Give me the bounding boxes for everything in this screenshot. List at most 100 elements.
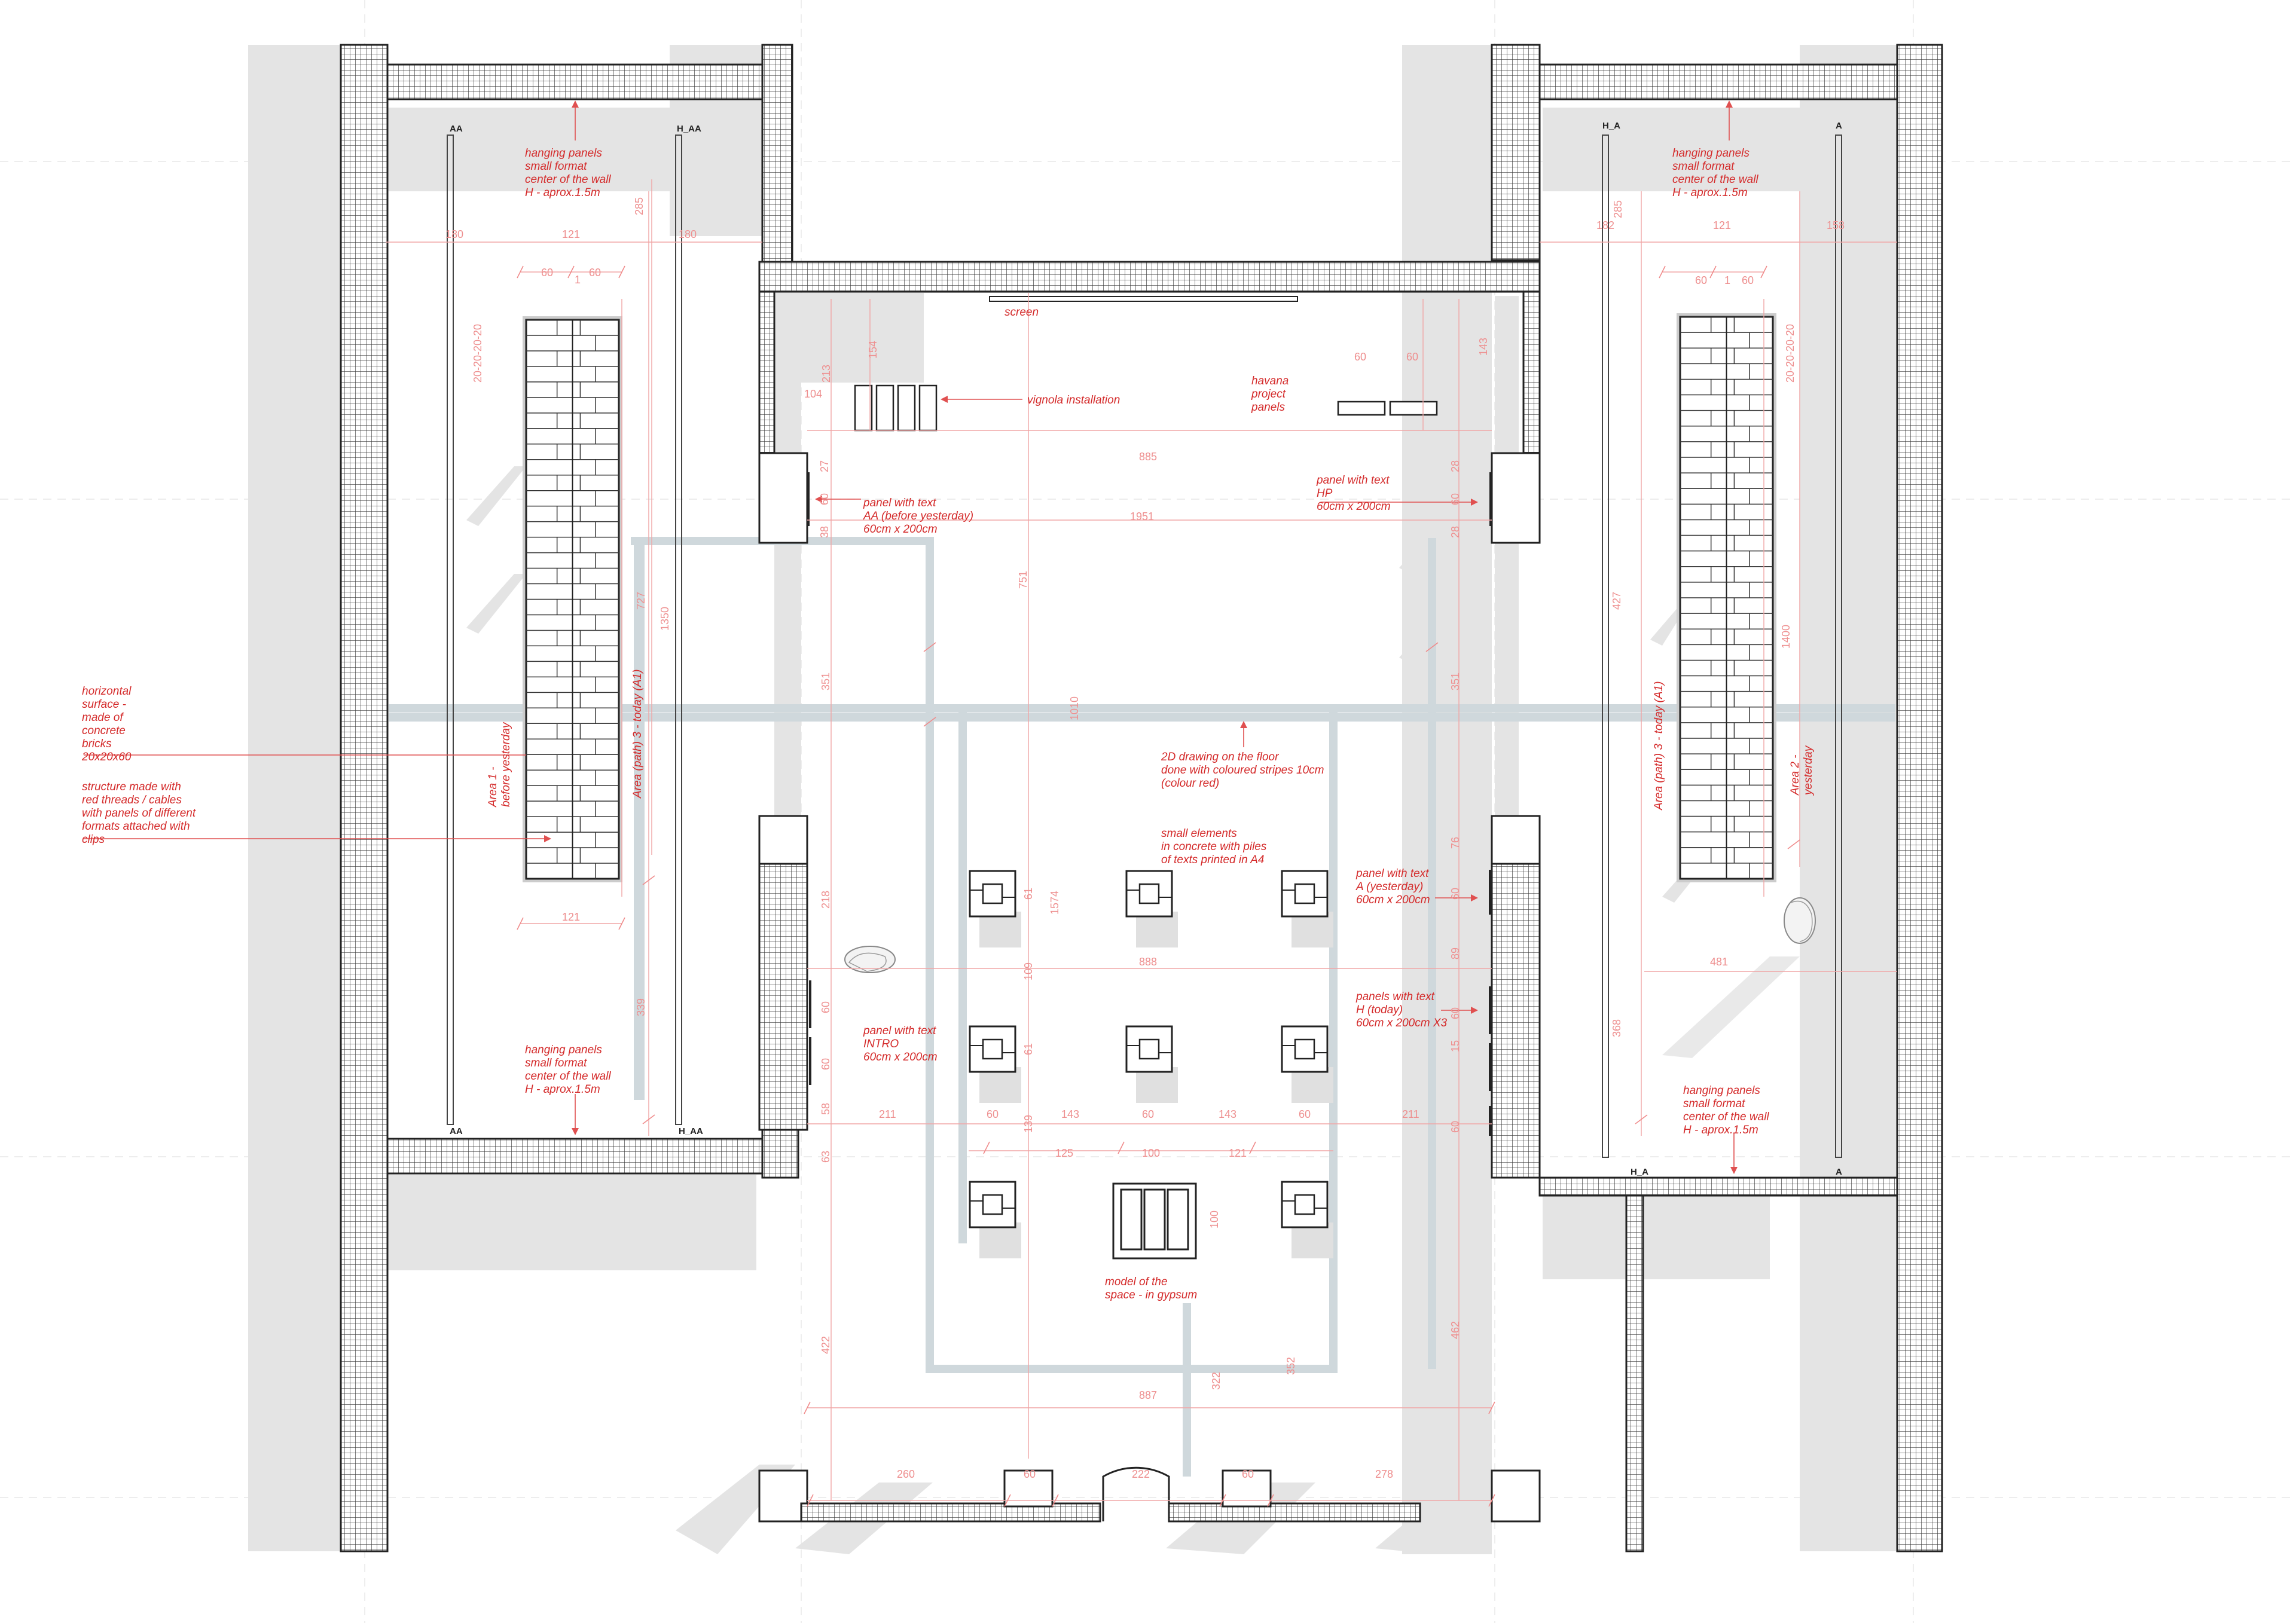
dim-label: 60 [819,493,831,505]
concrete-elements [969,870,1333,1258]
annotation-hanging-panels-bottom-right: hanging panels small format center of th… [1683,1084,1772,1136]
gypsum-model [1112,1182,1197,1260]
dim-label: 180 [679,228,697,240]
dim-label: 100 [1208,1211,1220,1228]
dim-label: 462 [1449,1321,1461,1339]
annotation-area-3-right: Area (path) 3 - today (A1) [1653,681,1665,811]
dim-label: 20-20-20-20 [1784,324,1796,383]
brick-bench-right [1677,313,1776,882]
screen-element [989,296,1298,302]
dim-label: 143 [1061,1108,1079,1120]
dim-label: 154 [867,341,879,359]
dim-label: 285 [1612,200,1624,218]
dim-label: 368 [1611,1019,1623,1037]
dim-label: 28 [1449,460,1461,472]
dim-label: 1010 [1068,696,1080,720]
dim-label: 58 [820,1103,832,1115]
annotation-screen: screen [1004,306,1039,319]
dim-label: 211 [879,1108,896,1120]
dim-label: 887 [1139,1389,1157,1401]
dim-label: 15 [1449,1040,1461,1052]
dim-label: 751 [1017,571,1029,589]
dim-label: 63 [820,1151,832,1163]
dim-label: 60 [589,267,601,279]
dim-label: 60 [1742,274,1754,286]
dim-label: 422 [820,1336,832,1354]
door-icon [1102,1466,1170,1521]
dim-label: 180 [445,228,463,240]
person-icon [844,946,896,973]
dim-label: 109 [1022,962,1034,980]
dim-label: 27 [819,460,831,472]
dim-label: 1951 [1130,511,1154,522]
annotation-hanging-panels-top-right: hanging panels small format center of th… [1672,147,1761,199]
dim-label: 285 [633,197,645,215]
dim-label: 89 [1449,947,1461,959]
annotation-structure: structure made with red threads / cables… [82,781,199,846]
dim-label: 60 [820,1001,832,1013]
annotation-small-elements: small elements in concrete with piles of… [1161,827,1270,866]
dim-label: 222 [1132,1468,1150,1480]
dim-label: 60 [1695,274,1707,286]
dim-label: 20-20-20-20 [472,324,484,383]
dim-label: 60 [820,1058,832,1070]
dim-label: 1400 [1780,625,1792,649]
dim-label: 339 [635,998,647,1016]
dim-label: 278 [1375,1468,1393,1480]
dim-label: 143 [1477,338,1489,356]
dim-label: 218 [820,891,832,909]
annotation-hanging-panels-top-left: hanging panels small format center of th… [525,147,614,199]
dim-label: 38 [819,526,831,538]
annotation-panel-a: panel with text A (yesterday) 60cm x 200… [1355,867,1432,906]
tag-ha-bottom: H_A [1631,1167,1648,1177]
tag-a-top: A [1836,121,1842,131]
tag-haa-top: H_AA [677,124,701,134]
dim-label: 104 [804,388,822,400]
dim-label: 260 [897,1468,915,1480]
vignola-installation [854,384,938,432]
dim-label: 60 [1449,493,1461,505]
havana-panels [1337,401,1438,416]
dim-label: 888 [1139,956,1157,968]
dim-label: 61 [1022,888,1034,900]
dim-label: 1574 [1049,891,1061,915]
dim-label: 76 [1449,837,1461,849]
dim-label: 481 [1710,956,1728,968]
tag-aa-bottom: AA [450,1126,463,1136]
section-frames [447,135,1842,1158]
dim-label: 182 [1596,219,1614,231]
dim-label: 60 [1299,1108,1311,1120]
brick-bench-left [523,316,622,882]
annotation-floor-drawing: 2D drawing on the floor done with colour… [1161,751,1327,790]
annotation-panel-intro: panel with text INTRO 60cm x 200cm [863,1025,939,1063]
annotation-hanging-panels-bottom-left: hanging panels small format center of th… [525,1044,614,1096]
person-icon [1662,897,1816,1058]
walls [340,44,1943,1552]
dim-label: 1350 [659,607,671,631]
dim-label: 351 [1449,673,1461,690]
annotation-havana: havana project panels [1251,375,1292,414]
annotation-panel-aa: panel with text AA (before yesterday) 60… [863,497,976,536]
tag-aa-top: AA [450,124,463,134]
dim-label: 143 [1219,1108,1236,1120]
dim-label: 211 [1402,1108,1419,1120]
dim-label: 121 [562,911,580,923]
dim-label: 885 [1139,451,1157,463]
annotation-panel-hp: panel with text HP 60cm x 200cm [1316,474,1393,513]
dim-label: 352 [1285,1357,1297,1375]
dim-label: 60 [1142,1108,1154,1120]
dim-label: 125 [1055,1147,1073,1159]
dim-label: 60 [1449,1007,1461,1019]
dim-label: 121 [1713,219,1731,231]
dim-label: 60 [541,267,553,279]
wall-panels [807,472,1492,1136]
dim-label: 1 [575,274,581,286]
dimension-ticks [517,265,1800,1507]
tag-haa-bottom: H_AA [679,1126,703,1136]
dim-label: 427 [1611,592,1623,610]
dim-label: 1 [1724,274,1730,286]
dim-label: 60 [987,1108,999,1120]
annotation-model: model of the space - in gypsum [1105,1276,1197,1301]
dim-label: 60 [1406,351,1418,363]
